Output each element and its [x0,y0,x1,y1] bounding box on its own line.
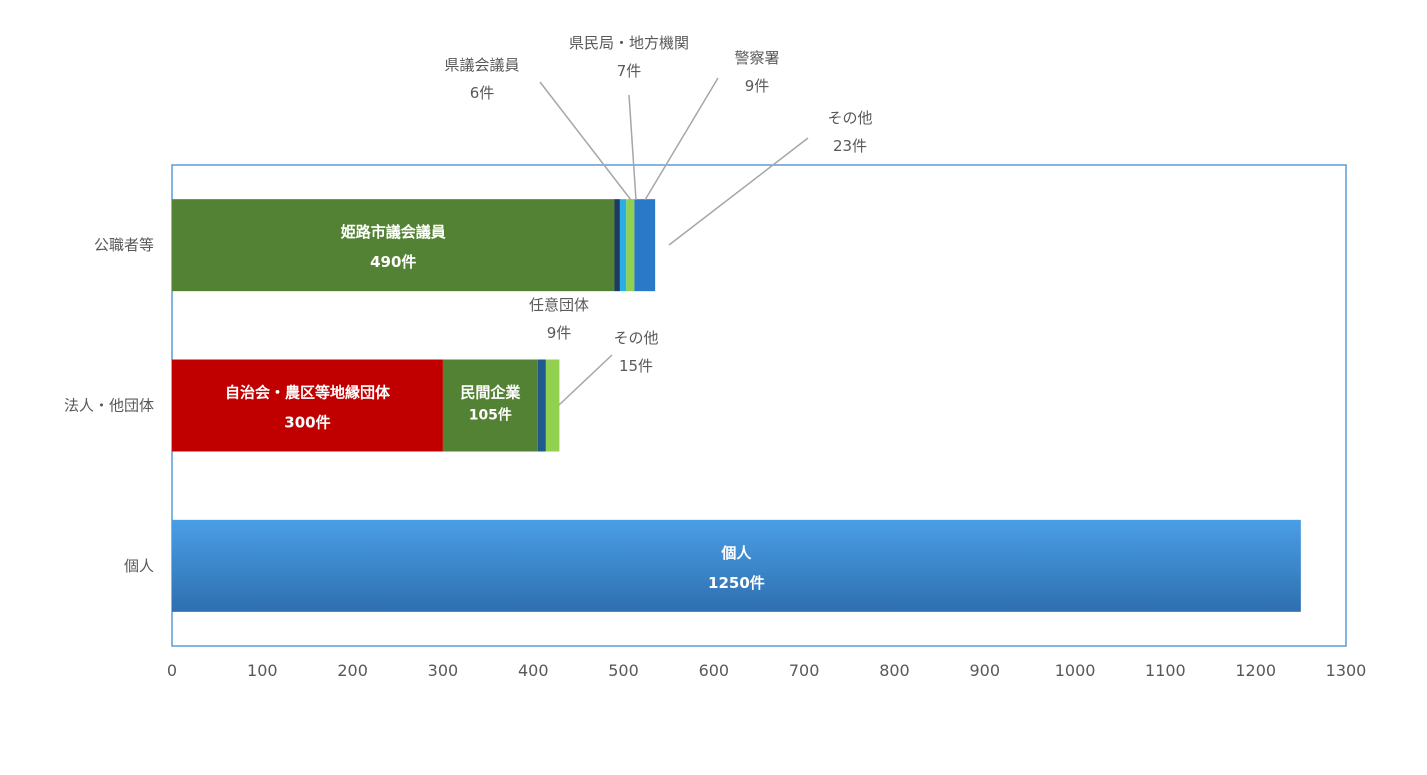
x-tick-label: 500 [608,661,639,680]
bar-segment [626,199,635,292]
leader-line [668,137,809,246]
bar-segment [545,359,560,452]
bar-segment [172,359,443,452]
segment-value-label: 300件 [284,414,330,432]
x-tick-label: 800 [879,661,910,680]
callout-name-label: その他 [613,329,658,347]
above-value-label: 9件 [547,324,572,342]
x-tick-label: 1200 [1235,661,1276,680]
callout-name-label: 県民局・地方機関 [569,34,689,52]
segment-name-label: 姫路市議会議員 [341,223,446,241]
callout-value-label: 15件 [619,357,653,375]
leader-line [628,94,637,201]
leader-line [644,77,719,201]
bar-segment [619,199,627,292]
bar-segment [442,359,538,452]
x-tick-label: 400 [518,661,549,680]
callout-value-label: 7件 [617,62,642,80]
bar-segment [172,519,1301,612]
above-name-label: 任意団体 [529,296,589,314]
bar-segment [614,199,620,292]
segment-value-label: 490件 [370,253,416,271]
x-tick-label: 900 [969,661,1000,680]
x-tick-label: 0 [167,661,177,680]
callout-value-label: 23件 [833,137,867,155]
callout-value-label: 9件 [745,77,770,95]
callout-name-label: その他 [827,109,872,127]
category-label: 法人・他団体 [64,397,154,415]
segment-name-label: 自治会・農区等地縁団体 [225,384,391,402]
category-label: 個人 [124,557,154,575]
bar-segment [537,359,546,452]
x-tick-label: 1000 [1055,661,1096,680]
segment-name-label: 民間企業 [460,384,521,402]
x-tick-label: 1300 [1326,661,1367,680]
bar-segment [634,199,656,292]
segment-value-label: 1250件 [708,574,765,592]
x-tick-label: 1100 [1145,661,1186,680]
segment-value-label: 105件 [469,407,512,424]
callout-value-label: 6件 [470,84,495,102]
x-tick-label: 200 [337,661,368,680]
x-tick-label: 100 [247,661,278,680]
x-tick-label: 700 [789,661,820,680]
category-label: 公職者等 [94,236,154,254]
callout-name-label: 警察署 [734,49,779,67]
x-tick-label: 600 [699,661,730,680]
callout-name-label: 県議会議員 [444,56,519,74]
bar-segment [172,199,615,292]
segment-name-label: 個人 [720,544,752,562]
leader-line [558,354,613,406]
leader-line [539,81,632,201]
x-tick-label: 300 [428,661,459,680]
